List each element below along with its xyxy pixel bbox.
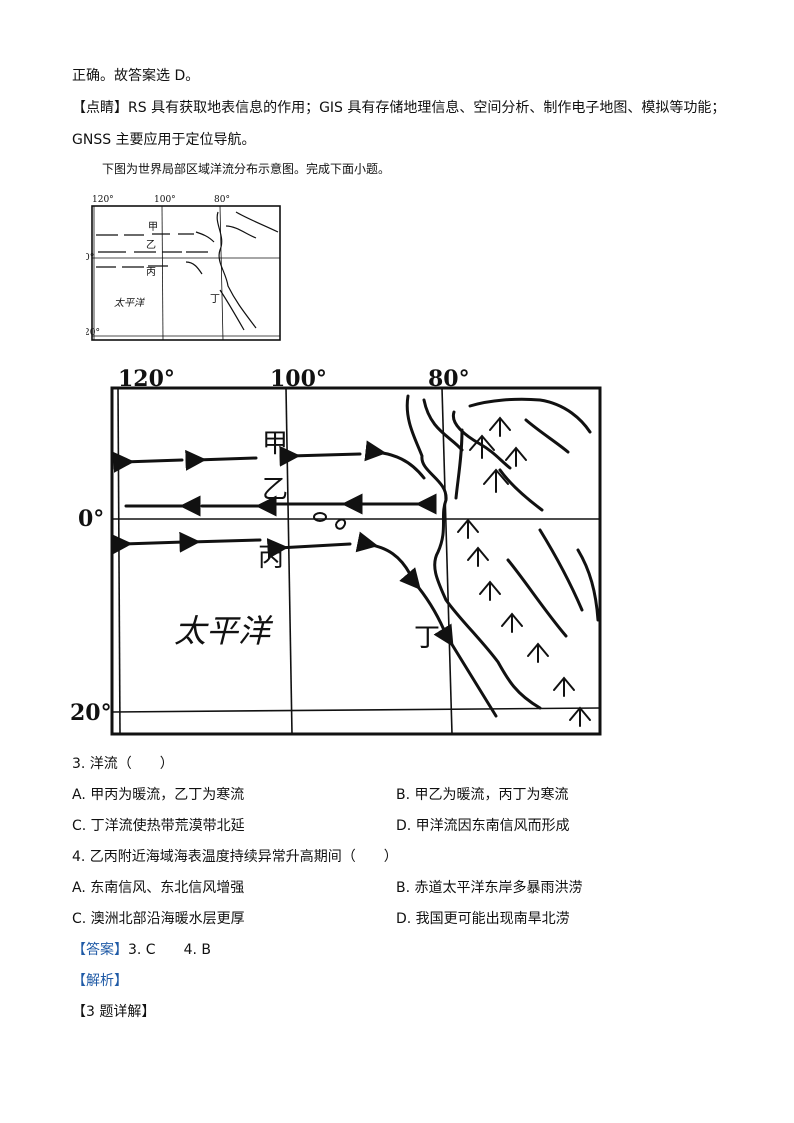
dianjing-line-1: 【点睛】RS 具有获取地表信息的作用；GIS 具有存储地理信息、空间分析、制作电…: [72, 98, 725, 118]
q3-option-a[interactable]: A. 甲丙为暖流，乙丁为寒流: [72, 787, 245, 803]
dianjing-line-2: GNSS 主要应用于定位导航。: [72, 132, 256, 148]
analysis-tag: 【解析】: [72, 973, 128, 989]
q3-option-c[interactable]: C. 丁洋流使热带荒漠带北延: [72, 818, 245, 834]
q4-option-a[interactable]: A. 东南信风、东北信风增强: [72, 880, 245, 896]
small-label-yi: 乙: [146, 239, 156, 251]
answer-line: 【答案】3. C 4. B: [72, 940, 211, 960]
small-ocean-label: 太平洋: [114, 297, 145, 309]
figure-intro: 下图为世界局部区域洋流分布示意图。完成下面小题。: [102, 162, 391, 176]
small-label-bing: 丙: [146, 267, 156, 278]
detail-tag: 【3 题详解】: [72, 1004, 156, 1020]
q3-option-b[interactable]: B. 甲乙为暖流，丙丁为寒流: [396, 787, 569, 803]
lat-label-20: 20°: [70, 700, 112, 726]
small-lon-label: 100°: [154, 195, 176, 205]
q4-option-c[interactable]: C. 澳洲北部沿海暖水层更厚: [72, 911, 245, 927]
q3-stem: 3. 洋流（ ）: [72, 756, 174, 772]
q3-option-d[interactable]: D. 甲洋流因东南信风而形成: [396, 818, 570, 834]
q4-stem: 4. 乙丙附近海域海表温度持续异常升高期间（ ）: [72, 849, 398, 865]
small-label-ding: 丁: [210, 294, 220, 305]
dianjing-tag: 【点睛】: [72, 100, 128, 116]
small-label-jia: 甲: [148, 222, 158, 233]
answer-text: 3. C 4. B: [128, 942, 211, 958]
small-lon-label: 120°: [92, 195, 114, 205]
small-lon-label: 80°: [214, 195, 230, 205]
previous-answer-line: 正确。故答案选 D。: [72, 68, 200, 84]
q4-option-b[interactable]: B. 赤道太平洋东岸多暴雨洪涝: [396, 880, 583, 896]
ocean-label: 太平洋: [174, 612, 274, 650]
current-label-bing: 丙: [258, 543, 284, 573]
current-label-yi: 乙: [262, 475, 288, 505]
lat-label-0: 0°: [78, 506, 104, 532]
small-map: 120° 100° 80° 0° 20° 甲 乙 丙 丁 太平洋: [86, 195, 281, 341]
answer-tag: 【答案】: [72, 942, 128, 958]
current-label-ding: 丁: [414, 623, 440, 653]
large-map: 120° 100° 80° 0° 20°: [70, 366, 602, 736]
small-lat-label: 20°: [86, 328, 100, 338]
current-label-jia: 甲: [262, 429, 288, 459]
dianjing-text-1: RS 具有获取地表信息的作用；GIS 具有存储地理信息、空间分析、制作电子地图、…: [128, 100, 726, 116]
q4-option-d[interactable]: D. 我国更可能出现南旱北涝: [396, 911, 570, 927]
small-lat-label: 0°: [86, 253, 94, 263]
